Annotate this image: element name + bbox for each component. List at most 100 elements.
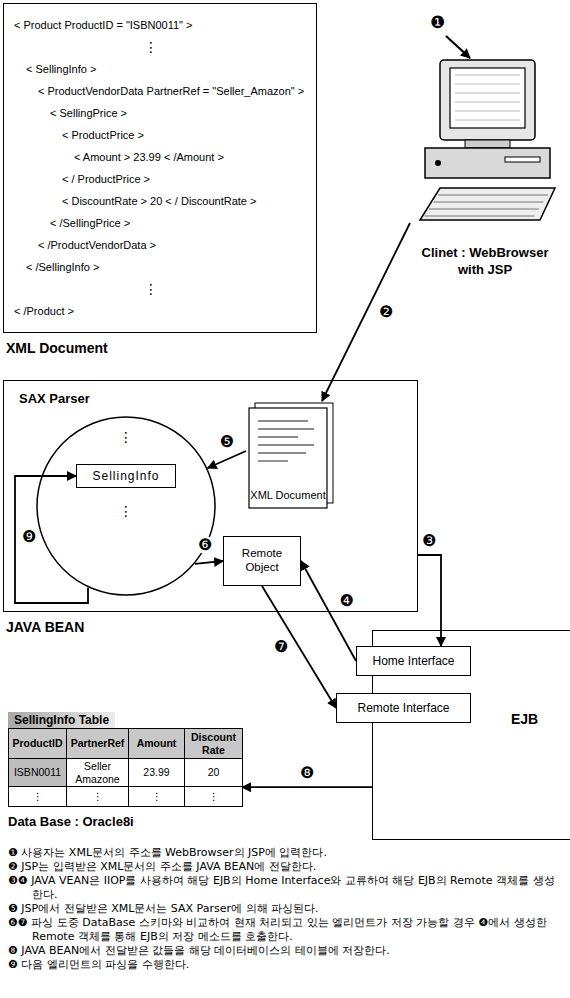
table-cell: ⋮: [66, 786, 129, 807]
callout-number: ❹: [339, 593, 355, 609]
table-cell: ⋮: [184, 786, 243, 807]
front-sheet: [249, 408, 327, 508]
note-line: ❻❼ 파싱 도중 DataBase 스키마와 비교하여 현재 처리되고 있는 엘…: [8, 916, 564, 944]
callout-number: ❽: [299, 765, 315, 781]
connector: [208, 451, 246, 468]
table-header-cell: PartnerRef: [66, 728, 129, 759]
ellipsis: ⋮: [36, 504, 216, 518]
connector: [15, 476, 88, 603]
node-label: Clinet : WebBrowser with JSP: [410, 245, 560, 279]
xml-line: < /ProductVendorData >: [38, 234, 156, 256]
text-line: [258, 436, 298, 437]
java-bean-box: JAVA BEANSAX Parser⋮⋮SellingInfoXML Docu…: [3, 380, 418, 612]
screen: [450, 68, 525, 128]
xml-line: < ProductPrice >: [62, 124, 144, 146]
table-header-cell: Discount Rate: [184, 728, 243, 759]
table-title: SellingInfo Table: [8, 712, 115, 728]
table-cell: ISBN0011: [8, 758, 67, 787]
connector: [322, 223, 410, 401]
connector: [301, 561, 356, 661]
box-text: Remote Object: [224, 547, 300, 575]
callout-number: ❸: [421, 533, 437, 549]
figure-caption: Data Base : Oracle8i: [8, 814, 134, 829]
sax-parser-circle: SAX Parser⋮⋮SellingInfo: [36, 416, 216, 596]
note-line: ❺ JSP에서 전달받은 XML문서는 SAX Parser에 의해 파싱된다.: [8, 902, 564, 916]
text-line: [258, 460, 288, 461]
note-line: ❽ JAVA BEAN에서 전달받은 값들을 해당 데이터베이스의 테이블에 저…: [8, 944, 564, 958]
table-cell: 23.99: [128, 758, 185, 787]
region-title: SAX Parser: [19, 391, 90, 406]
table-cell: Seller Amazone: [66, 758, 129, 787]
xml-line: < /Product >: [14, 300, 74, 322]
computer-illustration: [410, 55, 560, 235]
connector: [195, 561, 223, 564]
screen-shading: [455, 93, 520, 94]
xml-line: < Amount > 23.99 < /Amount >: [74, 146, 224, 168]
key-row: [438, 195, 548, 196]
xml-line: < / ProductPrice >: [62, 168, 150, 190]
xml-line: < /SellingInfo >: [26, 256, 99, 278]
text-line: [258, 420, 308, 421]
figure-caption: XML Document: [6, 340, 108, 356]
table-header-cell: Amount: [128, 728, 185, 759]
xml-document-box: < Product ProductID = "ISBN0011" >⋮ < Sel…: [3, 3, 317, 333]
note-line: ❶ 사용자는 XML문서의 주소를 WebBrowser의 JSP에 입력한다.: [8, 846, 564, 860]
xml-line: < ProductVendorData PartnerRef = "Seller…: [38, 80, 304, 102]
table-cell: ⋮: [128, 786, 185, 807]
box-text: Remote Interface: [357, 701, 449, 715]
ellipsis: ⋮: [144, 36, 158, 58]
screen-shading: [455, 75, 520, 76]
parser-circle: [37, 417, 215, 595]
document-icon: XML Document: [246, 401, 336, 511]
interface-box: Remote Interface: [336, 693, 471, 723]
screen-shading: [455, 120, 520, 121]
monitor: [440, 60, 535, 140]
box-title: JAVA BEAN: [6, 619, 84, 635]
remote-object-box: Remote Object: [223, 536, 301, 586]
text-line: [258, 452, 306, 453]
ejb-box: EJBHome InterfaceRemote Interface: [372, 630, 570, 840]
connector: [262, 586, 336, 708]
screen-shading: [455, 102, 520, 103]
xml-line: < SellingInfo >: [26, 58, 96, 80]
connector: [242, 786, 372, 788]
icon-label: XML Document: [249, 489, 327, 501]
ellipsis: ⋮: [36, 430, 216, 444]
key-row: [429, 209, 539, 210]
box-title: EJB: [511, 711, 538, 727]
screen-shading: [455, 111, 520, 112]
table-cell: ⋮: [8, 786, 67, 807]
box-text: Home Interface: [372, 654, 454, 668]
keyboard: [420, 188, 555, 220]
callout-number: ❶: [430, 14, 445, 31]
key-row: [425, 216, 535, 217]
note-line: ❷ JSP는 입력받은 XML문서의 주소를 JAVA BEAN에 전달한다.: [8, 860, 564, 874]
desktop-case: [425, 148, 550, 178]
note-line: ❾ 다음 엘리먼트의 파싱을 수행한다.: [8, 958, 564, 972]
screen-shading: [455, 84, 520, 85]
xml-line: < Product ProductID = "ISBN0011" >: [14, 14, 193, 36]
note-line: ❸❹ JAVA VEAN은 IIOP를 사용하여 해당 EJB의 Home In…: [8, 874, 564, 902]
callout-number: ❺: [219, 434, 235, 450]
text-line: [258, 428, 314, 429]
power-light: [435, 160, 441, 166]
box-text: SellingInfo: [92, 469, 159, 483]
xml-line: < DiscountRate > 20 < / DiscountRate >: [62, 190, 256, 212]
xml-line: < /SellingPrice >: [50, 212, 130, 234]
database-table: SellingInfo TableProductIDPartnerRefAmou…: [8, 712, 242, 806]
interface-box: Home Interface: [356, 646, 471, 676]
table-cell: 20: [184, 758, 243, 787]
element-box: SellingInfo: [76, 464, 176, 488]
xml-line: < SellingPrice >: [50, 102, 127, 124]
monitor-stand: [465, 140, 510, 148]
client-computer: Clinet : WebBrowser with JSP: [410, 55, 560, 235]
key-row: [434, 202, 544, 203]
callout-number: ❾: [21, 529, 37, 545]
connector: [418, 555, 441, 646]
callout-number: ❼: [273, 639, 289, 655]
callout-number: ❷: [378, 304, 394, 320]
text-line: [258, 444, 314, 445]
callout-number: ❻: [197, 537, 213, 553]
drive-slot: [505, 157, 540, 162]
